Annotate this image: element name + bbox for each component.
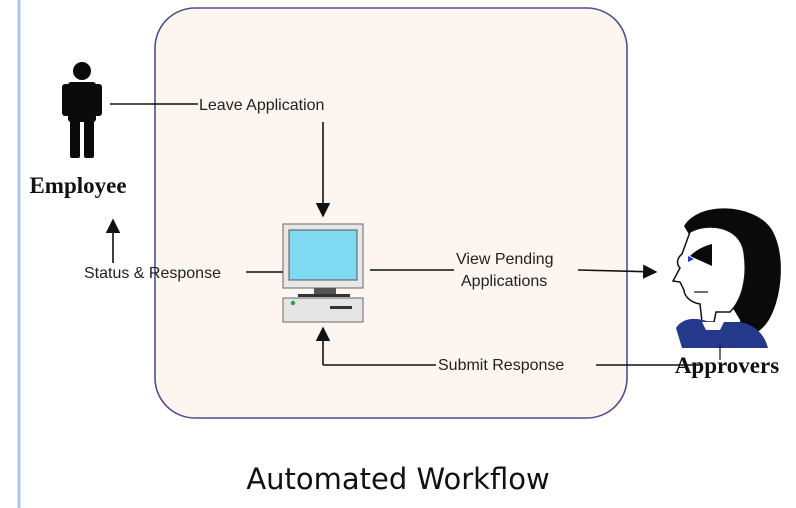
employee-icon xyxy=(62,62,102,158)
view-pending-label-line2: Applications xyxy=(461,273,547,290)
submit-response-label: Submit Response xyxy=(438,357,564,374)
status-response-label: Status & Response xyxy=(84,265,221,282)
computer-icon xyxy=(282,223,364,323)
diagram-caption: Automated Workflow xyxy=(246,462,550,496)
view-pending-arrow xyxy=(577,264,658,279)
employee-label: Employee xyxy=(29,173,126,198)
approver-icon xyxy=(671,208,781,348)
view-pending-label-line1: View Pending xyxy=(456,251,554,268)
system-boundary xyxy=(154,7,628,419)
leave-application-label: Leave Application xyxy=(199,97,324,114)
